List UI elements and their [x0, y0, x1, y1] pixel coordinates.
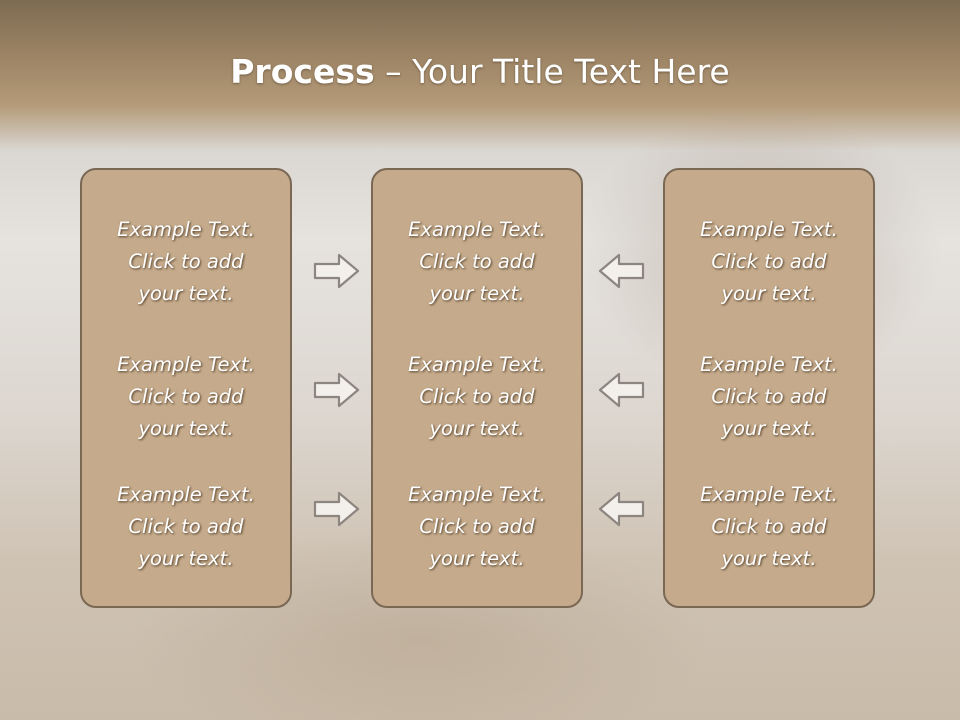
text-placeholder[interactable]: Example Text. Click to add your text.: [117, 353, 255, 440]
text-placeholder[interactable]: Example Text. Click to add your text.: [700, 353, 838, 440]
text-placeholder[interactable]: Example Text. Click to add your text.: [700, 218, 838, 305]
left-panel: Example Text. Click to add your text. Ex…: [80, 168, 292, 608]
title-rest: – Your Title Text Here: [374, 52, 730, 91]
right-panel: Example Text. Click to add your text. Ex…: [663, 168, 875, 608]
text-placeholder[interactable]: Example Text. Click to add your text.: [117, 218, 255, 305]
text-placeholder[interactable]: Example Text. Click to add your text.: [408, 483, 546, 570]
right-arrow-icon: [313, 490, 361, 528]
right-arrow-icon: [313, 252, 361, 290]
text-placeholder[interactable]: Example Text. Click to add your text.: [408, 218, 546, 305]
right-arrow-icon: [313, 371, 361, 409]
title-band: [0, 0, 960, 150]
title-bold: Process: [230, 52, 375, 91]
text-placeholder[interactable]: Example Text. Click to add your text.: [700, 483, 838, 570]
slide-title[interactable]: Process – Your Title Text Here: [0, 52, 960, 91]
left-arrow-icon: [597, 490, 645, 528]
text-placeholder[interactable]: Example Text. Click to add your text.: [408, 353, 546, 440]
text-placeholder[interactable]: Example Text. Click to add your text.: [117, 483, 255, 570]
left-arrow-icon: [597, 252, 645, 290]
center-panel: Example Text. Click to add your text. Ex…: [371, 168, 583, 608]
left-arrow-icon: [597, 371, 645, 409]
